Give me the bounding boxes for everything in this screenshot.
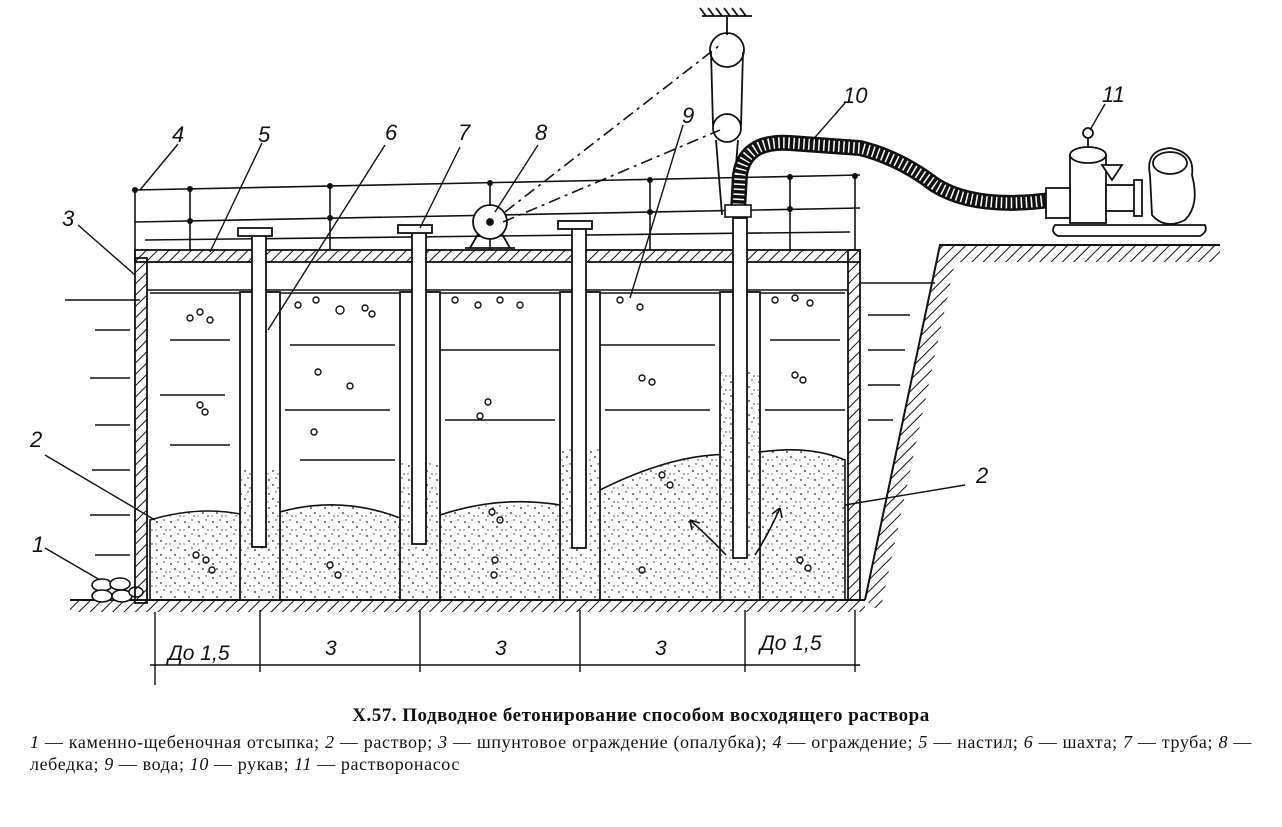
legend-item: 9 — вода; bbox=[104, 754, 184, 774]
legend-text: — настил; bbox=[933, 732, 1019, 752]
label-7: 7 bbox=[458, 120, 471, 145]
legend-text: — раствор; bbox=[339, 732, 433, 752]
legend-item: 2 — раствор; bbox=[325, 732, 433, 752]
label-6: 6 bbox=[385, 120, 398, 145]
dimension-line bbox=[150, 610, 860, 685]
label-9: 9 bbox=[682, 103, 694, 128]
winch bbox=[465, 204, 515, 249]
legend-item: 3 — шпунтовое ограждение (опалубка); bbox=[438, 732, 767, 752]
legend-text: — шпунтовое ограждение (опалубка); bbox=[453, 732, 768, 752]
legend-item: 7 — труба; bbox=[1123, 732, 1213, 752]
figure-caption: X.57. Подводное бетонирование способом в… bbox=[30, 705, 1252, 775]
diagram: 1 2 2 3 4 5 6 7 8 9 10 11 До 1,5 3 3 3 Д… bbox=[29, 7, 1220, 685]
leader-lines bbox=[44, 102, 1106, 581]
legend-item: 6 — шахта; bbox=[1024, 732, 1118, 752]
callout-labels: 1 2 2 3 4 5 6 7 8 9 10 11 bbox=[29, 82, 1125, 557]
legend-item: 11 — растворонасос bbox=[294, 754, 460, 774]
dim-4: 3 bbox=[655, 637, 667, 660]
legend-number: 6 bbox=[1023, 732, 1034, 752]
label-5: 5 bbox=[258, 122, 271, 147]
stone-fill bbox=[91, 577, 144, 603]
flow-arrows bbox=[689, 507, 783, 556]
legend-number: 3 bbox=[438, 732, 448, 752]
dim-1: До 1,5 bbox=[166, 642, 230, 665]
legend-number: 2 bbox=[325, 732, 335, 752]
legend-number: 9 bbox=[104, 754, 114, 774]
figure-legend: 1 — каменно-щебеночная отсыпка; 2 — раст… bbox=[30, 731, 1252, 775]
label-10: 10 bbox=[843, 83, 868, 108]
hose bbox=[724, 134, 1052, 218]
pipes bbox=[237, 217, 748, 559]
label-11: 11 bbox=[1102, 82, 1125, 107]
legend-item: 1 — каменно-щебеночная отсыпка; bbox=[30, 732, 320, 752]
legend-number: 5 bbox=[918, 732, 929, 752]
legend-text: — ограждение; bbox=[787, 732, 914, 752]
label-2-right: 2 bbox=[975, 463, 988, 488]
ground bbox=[70, 244, 1220, 612]
legend-text: — каменно-щебеночная отсыпка; bbox=[44, 732, 320, 752]
legend-number: 11 bbox=[294, 754, 313, 774]
dim-3: 3 bbox=[495, 637, 507, 660]
label-1: 1 bbox=[32, 532, 44, 557]
bubbles bbox=[186, 294, 814, 579]
deck bbox=[134, 249, 861, 263]
legend-text: — вода; bbox=[118, 754, 185, 774]
legend-text: — лебедка; bbox=[30, 732, 1252, 774]
legend-item: 5 — настил; bbox=[918, 732, 1018, 752]
figure-title: X.57. Подводное бетонирование способом в… bbox=[352, 705, 930, 726]
legend-number: 1 bbox=[30, 732, 40, 752]
dim-2: 3 bbox=[325, 637, 337, 660]
legend-item: 10 — рукав; bbox=[190, 754, 289, 774]
legend-item: 4 — ограждение; bbox=[773, 732, 914, 752]
label-4: 4 bbox=[172, 122, 184, 147]
legend-text: — труба; bbox=[1137, 732, 1214, 752]
legend-number: 7 bbox=[1122, 732, 1133, 752]
dim-5: До 1,5 bbox=[758, 632, 822, 655]
legend-text: — рукав; bbox=[214, 754, 290, 774]
legend-text: — растворонасос bbox=[317, 754, 460, 774]
winch-rope bbox=[504, 44, 721, 213]
mortar-pump bbox=[1045, 127, 1207, 237]
label-2-left: 2 bbox=[29, 427, 42, 452]
legend-number: 4 bbox=[772, 732, 783, 752]
legend-item: 8 — лебедка; bbox=[30, 732, 1252, 774]
pulley bbox=[699, 7, 752, 216]
dimension-labels: До 1,5 3 3 3 До 1,5 bbox=[166, 632, 822, 665]
legend-text: — шахта; bbox=[1038, 732, 1118, 752]
label-8: 8 bbox=[535, 120, 548, 145]
legend-number: 10 bbox=[189, 754, 209, 774]
sheet-pile-formwork bbox=[134, 249, 861, 604]
label-3: 3 bbox=[62, 206, 75, 231]
legend-number: 8 bbox=[1218, 732, 1229, 752]
